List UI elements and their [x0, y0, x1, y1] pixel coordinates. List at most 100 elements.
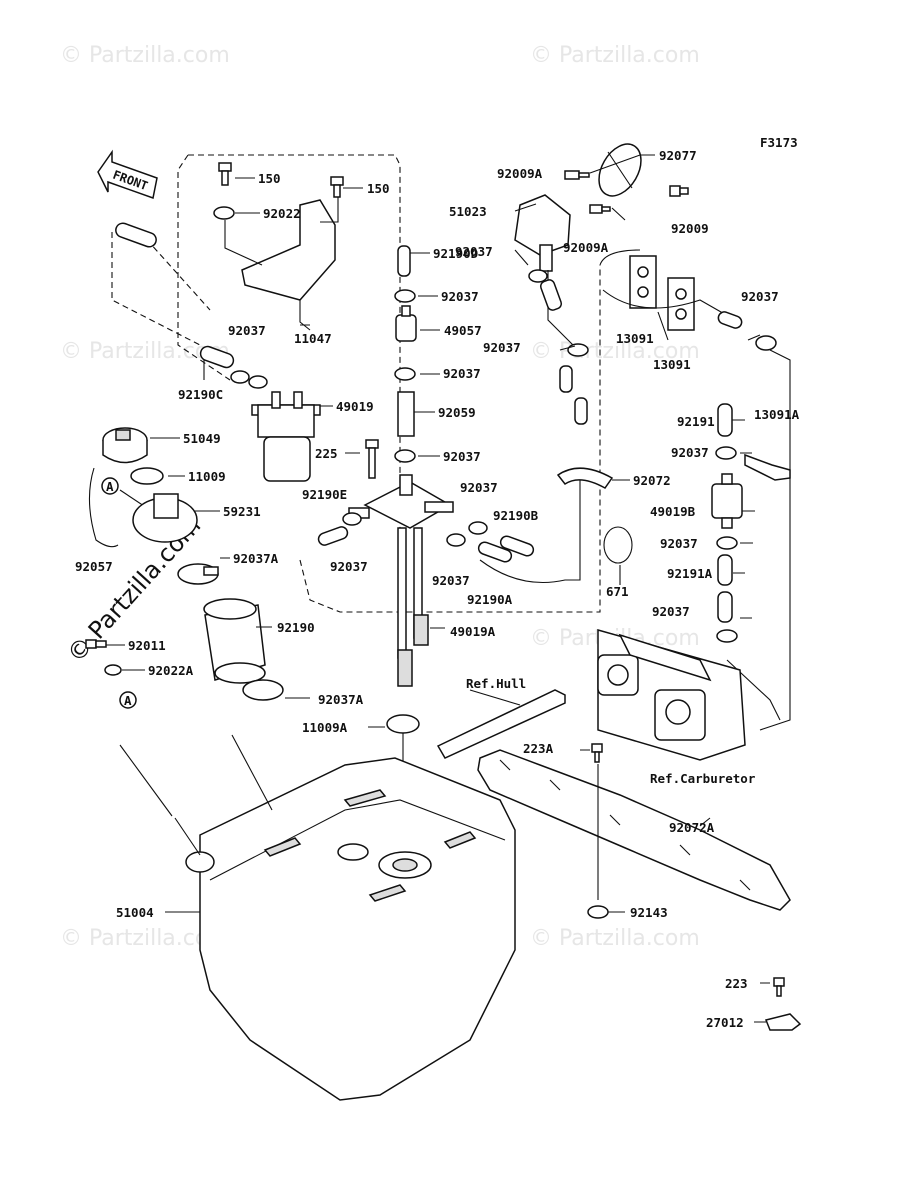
- holder-13091A-icon: [744, 453, 791, 481]
- part-label: 92190E: [302, 487, 347, 502]
- part-label: 92059: [438, 405, 476, 420]
- part-label: 13091A: [754, 407, 800, 422]
- part-label: 92037: [483, 340, 521, 355]
- part-label: 49019A: [450, 624, 496, 639]
- part-label: 92077: [659, 148, 697, 163]
- part-label: 11009: [188, 469, 226, 484]
- part-label: 92037: [330, 559, 368, 574]
- clamp-92037-icon: [248, 375, 268, 389]
- watermark-group: © Partzilla.com © Partzilla.com © Partzi…: [60, 43, 700, 951]
- fuel-line-icon: [479, 470, 581, 583]
- figure-code: F3173: [760, 135, 798, 150]
- screw-92009-icon: [669, 185, 689, 197]
- watermark-text: © Partzilla.com: [530, 926, 700, 951]
- part-label: 92190A: [467, 592, 513, 607]
- part-label: 92037A: [233, 551, 279, 566]
- part-label: 92037: [652, 604, 690, 619]
- part-label: Ref.Hull: [466, 676, 526, 691]
- screw-223A-icon: [591, 743, 603, 763]
- leader-line: [469, 689, 521, 706]
- part-label: 223: [725, 976, 748, 991]
- part-label: 49019: [336, 399, 374, 414]
- watermark-text: © Partzilla.com: [60, 43, 230, 68]
- screw-223-icon: [773, 977, 785, 997]
- clamp-92037-icon: [716, 629, 738, 643]
- clamp-92037-icon: [567, 343, 589, 357]
- part-label: 92190D: [433, 246, 478, 261]
- bracket-11047-icon: [241, 199, 336, 301]
- part-label: 11009A: [302, 720, 348, 735]
- bolt-92011-icon: [85, 639, 107, 649]
- hose-icon: [539, 279, 563, 311]
- part-label: 92072: [633, 473, 671, 488]
- washer-92022A-icon: [104, 664, 122, 676]
- ref-hull-strap-icon: [436, 689, 566, 759]
- hose-92191A-icon: [717, 591, 733, 623]
- clamp-92037-icon: [394, 289, 416, 303]
- part-label: 51023: [449, 204, 487, 219]
- part-label: 92190B: [493, 508, 539, 523]
- ref-a-label: A: [106, 479, 114, 494]
- part-label: 92037: [741, 289, 779, 304]
- bolt-150-icon: [218, 162, 232, 186]
- part-label: 92190C: [178, 387, 223, 402]
- fuel-filter-49019-icon: [251, 391, 321, 482]
- part-label: 92022A: [148, 663, 194, 678]
- o-ring-671-icon: [603, 526, 633, 564]
- part-label: 51004: [116, 905, 154, 920]
- hose-92190A-icon: [477, 541, 513, 563]
- fuel-filter-49019B-icon: [711, 473, 743, 529]
- part-label: 92009A: [497, 166, 543, 181]
- carburetor-icon: [597, 629, 746, 761]
- part-label: 92143: [630, 905, 668, 920]
- gasket-11009-icon: [130, 467, 164, 485]
- part-label: 92037: [660, 536, 698, 551]
- clamp-92037-icon: [230, 370, 250, 384]
- clamp-92037-icon: [716, 536, 738, 550]
- leader-lines: [224, 197, 339, 331]
- hose-icon: [574, 397, 588, 425]
- part-label: 92037: [460, 480, 498, 495]
- screw-225-icon: [365, 439, 379, 479]
- filler-hose-92190-icon: [203, 598, 266, 684]
- clamp-92037-icon: [394, 367, 416, 381]
- part-label: 92011: [128, 638, 166, 653]
- part-label: 92037: [432, 573, 470, 588]
- part-label: 92037: [671, 445, 709, 460]
- part-label: 13091: [616, 331, 654, 346]
- fuel-line-icon: [726, 659, 781, 721]
- part-label: 59231: [223, 504, 261, 519]
- diaphragm-92077-icon: [598, 143, 642, 197]
- ref-a-circle: [101, 477, 119, 495]
- watermark-text: © Partzilla.com: [530, 339, 700, 364]
- hose-92190B-icon: [499, 535, 535, 557]
- clamp-92037-icon: [446, 533, 466, 547]
- hose-92059-icon: [397, 391, 415, 437]
- part-label: 92057: [75, 559, 113, 574]
- hose-92190D-icon: [397, 245, 411, 277]
- hose-92191A-icon: [717, 554, 733, 586]
- part-label: 92191: [677, 414, 715, 429]
- bolt-150-icon: [330, 176, 344, 198]
- hose-clamp-92037A-icon: [242, 679, 284, 701]
- part-label: 27012: [706, 1015, 744, 1030]
- part-label: 150: [367, 181, 390, 196]
- part-label: 92037: [443, 366, 481, 381]
- fuel-route-dashed-outline: [299, 265, 601, 613]
- part-label: 92037: [443, 449, 481, 464]
- hose-92191-icon: [717, 403, 733, 437]
- hose-92190C-icon: [115, 222, 157, 248]
- part-label: Ref.Carburetor: [650, 771, 756, 786]
- part-label: 49019B: [650, 504, 696, 519]
- part-label: 225: [315, 446, 338, 461]
- part-label: 13091: [653, 357, 691, 372]
- fuel-pump-51023-icon: [514, 194, 571, 272]
- part-label: 92037: [455, 244, 493, 259]
- fuel-cap-51049-icon: [102, 427, 148, 464]
- clamp-13091-icon: [667, 277, 695, 331]
- part-label: 92022: [263, 206, 301, 221]
- part-label: 92072A: [669, 820, 715, 835]
- ref-a-label: A: [124, 693, 132, 708]
- part-label: 49057: [444, 323, 482, 338]
